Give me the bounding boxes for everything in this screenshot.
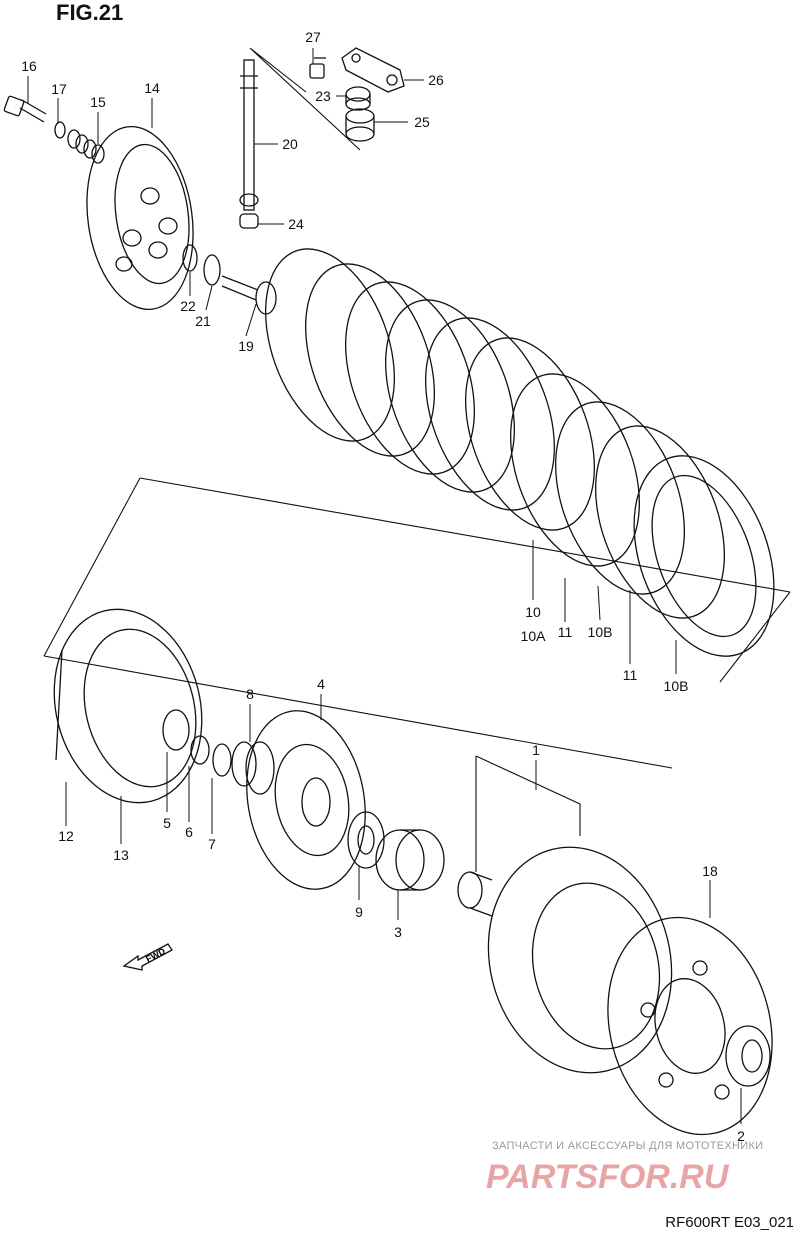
washer-17: [54, 121, 66, 139]
oil-seal-25: [345, 108, 375, 142]
part-callout-10b: 10B: [663, 678, 689, 694]
part-callout-4: 4: [317, 676, 325, 692]
watermark-tagline: ЗАПЧАСТИ И АКСЕССУАРЫ ДЛЯ МОТОТЕХНИКИ: [492, 1140, 764, 1152]
washer-7: [212, 743, 232, 777]
bearing-24: [239, 213, 259, 229]
svg-text:PARTSFOR.RU: PARTSFOR.RU: [486, 1158, 730, 1196]
bolt-27: [309, 57, 326, 79]
gear-18: [607, 916, 773, 1136]
part-callout-8: 8: [246, 686, 254, 702]
spacer-2: [725, 1025, 771, 1087]
part-callout-11: 11: [557, 624, 573, 640]
part-callout-22: 22: [180, 298, 196, 314]
part-callout-19: 19: [238, 338, 254, 354]
group-bracket-lever: [249, 47, 361, 151]
figure-code: RF600RT E03_021: [665, 1214, 794, 1231]
part-callout-3: 3: [394, 924, 402, 940]
part-callout-17: 17: [51, 81, 67, 97]
fwd-arrow-icon: FWD: [122, 943, 173, 971]
part-callout-20: 20: [282, 136, 298, 152]
leader-lines: [27, 48, 742, 1124]
part-callout-23: 23: [315, 88, 331, 104]
part-callout-18: 18: [702, 863, 718, 879]
lock-washer-6: [190, 735, 210, 765]
part-callout-14: 14: [144, 80, 160, 96]
part-callout-10b: 10B: [587, 624, 613, 640]
part-callout-21: 21: [195, 313, 211, 329]
part-callout-9: 9: [355, 904, 363, 920]
part-callout-10: 10: [525, 604, 541, 620]
part-callout-15: 15: [90, 94, 106, 110]
clutch-housing-1: [457, 755, 673, 1074]
spacer-8: [231, 741, 275, 795]
push-piece-19: [221, 275, 277, 315]
release-shaft-20: [239, 59, 259, 211]
watermark-logo: PARTSFOR.RU: [486, 1158, 730, 1196]
clutch-plate-stack: [265, 248, 775, 657]
part-callout-10a: 10A: [520, 628, 546, 644]
part-callout-1: 1: [532, 742, 540, 758]
figure-title: FIG.21: [56, 0, 124, 25]
part-callout-26: 26: [428, 72, 444, 88]
needle-bearing-3: [375, 829, 445, 891]
part-callout-2: 2: [737, 1128, 745, 1144]
part-callout-6: 6: [185, 824, 193, 840]
bearing-21: [203, 254, 221, 286]
thrust-washer-9: [347, 811, 385, 869]
part-callout-5: 5: [163, 815, 171, 831]
clutch-sleeve-hub-12: [53, 608, 203, 804]
washer-23: [345, 86, 371, 111]
group-bracket-plates: [43, 477, 791, 769]
part-callout-24: 24: [288, 216, 304, 232]
part-callout-27: 27: [305, 29, 321, 45]
part-callout-7: 7: [208, 836, 216, 852]
washer-5: [162, 709, 190, 751]
part-callout-11: 11: [622, 667, 638, 683]
pressure-plate-14: [86, 125, 194, 311]
part-callout-16: 16: [21, 58, 37, 74]
part-callout-13: 13: [113, 847, 129, 863]
bolt-16: [3, 95, 47, 123]
spring-15: [67, 129, 105, 164]
primary-driven-gear-4: [246, 710, 366, 890]
part-callout-25: 25: [414, 114, 430, 130]
lever-26: [341, 47, 405, 93]
washer-22: [182, 244, 198, 272]
part-callout-12: 12: [58, 828, 74, 844]
